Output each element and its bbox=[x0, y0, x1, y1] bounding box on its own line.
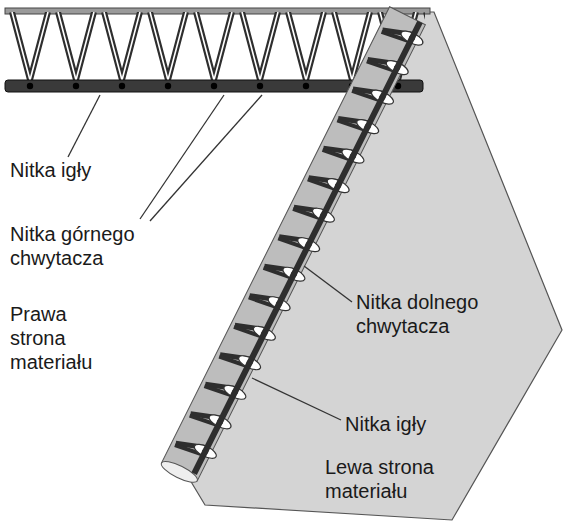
needle-points bbox=[27, 83, 401, 89]
thread-label: Nitka górnego chwytacza bbox=[10, 222, 160, 270]
side-label: Lewa strona materiału bbox=[325, 455, 450, 503]
thread-label: Nitka dolnego chwytacza bbox=[356, 290, 506, 338]
leader-lines bbox=[68, 95, 352, 420]
side-label: Prawa strona materiału bbox=[10, 302, 110, 374]
thread-label: Nitka igły bbox=[345, 412, 475, 436]
thread-label: Nitka igły bbox=[10, 158, 130, 182]
